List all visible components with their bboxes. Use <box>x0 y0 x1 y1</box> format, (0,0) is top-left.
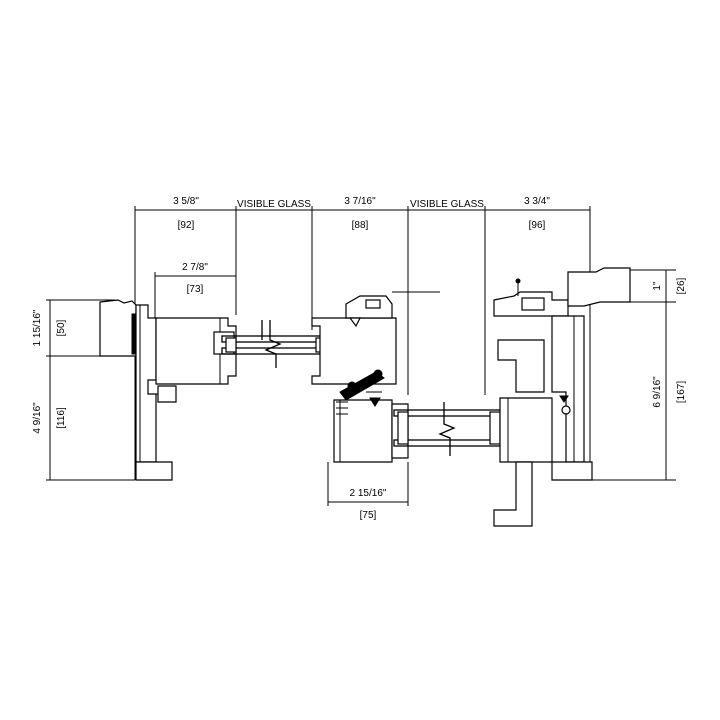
right-glass-unit <box>393 402 505 456</box>
right-sash-profile <box>499 397 553 463</box>
meeting-rail-dim-metric: [88] <box>352 220 369 231</box>
left-frame-profile <box>99 299 177 481</box>
left-lower-dim-imperial: 4 9/16" <box>32 402 43 434</box>
frame-right-dim-metric: [96] <box>529 220 546 231</box>
visible-glass-left-label: VISIBLE GLASS <box>237 199 311 210</box>
frame-left-dim-metric: [92] <box>178 220 195 231</box>
left-upper-dim-imperial: 1 15/16" <box>32 309 43 346</box>
left-sash-profile <box>155 317 237 385</box>
right-frame-profile <box>493 267 631 527</box>
bottom-dimension-lines <box>327 462 409 506</box>
left-lower-dim-metric: [116] <box>56 407 67 429</box>
left-upper-dim-metric: [50] <box>56 319 67 336</box>
right-upper-dim-imperial: 1" <box>652 281 663 291</box>
sash-lock-hardware <box>336 369 385 415</box>
bottom-sash-dim-metric: [75] <box>360 510 377 521</box>
frame-left-dim-imperial: 3 5/8" <box>173 196 199 207</box>
meeting-rail-dim-imperial: 3 7/16" <box>344 196 376 207</box>
sash-left-dim-imperial: 2 7/8" <box>182 262 208 273</box>
right-lower-dim-imperial: 6 9/16" <box>652 376 663 408</box>
visible-glass-right-label: VISIBLE GLASS <box>410 199 484 210</box>
frame-right-dim-imperial: 3 3/4" <box>524 196 550 207</box>
right-lower-dim-metric: [167] <box>676 381 687 403</box>
meeting-rail-upper <box>311 291 440 385</box>
right-upper-dim-metric: [26] <box>676 277 687 294</box>
right-dimension-lines <box>590 269 676 481</box>
meeting-rail-lower <box>333 399 409 463</box>
sash-left-dim-metric: [73] <box>187 284 204 295</box>
bottom-sash-dim-imperial: 2 15/16" <box>350 488 387 499</box>
top-dimension-lines <box>134 206 591 480</box>
left-glass-unit <box>221 320 331 368</box>
